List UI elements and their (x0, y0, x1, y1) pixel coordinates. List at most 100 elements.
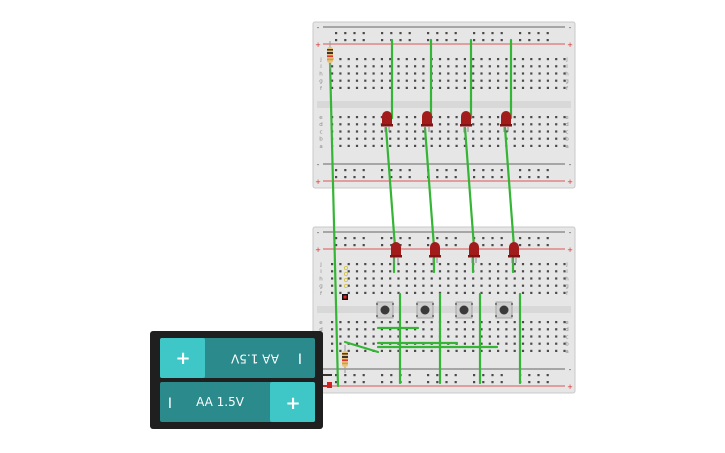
rail-hole[interactable] (473, 169, 476, 172)
red-led[interactable] (421, 111, 433, 132)
terminal-hole[interactable] (563, 137, 566, 140)
terminal-hole[interactable] (422, 270, 425, 273)
red-led[interactable] (508, 242, 520, 263)
rail-hole[interactable] (362, 374, 365, 377)
terminal-hole[interactable] (546, 321, 549, 324)
terminal-hole[interactable] (488, 291, 491, 294)
terminal-hole[interactable] (331, 277, 334, 280)
terminal-hole[interactable] (355, 321, 359, 324)
terminal-hole[interactable] (438, 79, 442, 82)
terminal-hole[interactable] (380, 79, 383, 82)
terminal-hole[interactable] (513, 130, 516, 133)
terminal-hole[interactable] (339, 342, 342, 345)
rail-hole[interactable] (519, 176, 522, 179)
terminal-hole[interactable] (488, 130, 491, 133)
terminal-hole[interactable] (521, 130, 525, 133)
terminal-hole[interactable] (355, 58, 359, 61)
terminal-hole[interactable] (497, 79, 500, 82)
terminal-hole[interactable] (339, 263, 342, 266)
pushbutton[interactable] (455, 301, 473, 319)
terminal-hole[interactable] (555, 65, 558, 68)
terminal-hole[interactable] (331, 79, 334, 82)
terminal-hole[interactable] (397, 263, 400, 266)
rail-hole[interactable] (445, 176, 448, 179)
terminal-hole[interactable] (422, 65, 425, 68)
terminal-hole[interactable] (355, 291, 359, 294)
rail-hole[interactable] (491, 381, 494, 384)
terminal-hole[interactable] (414, 123, 417, 126)
terminal-hole[interactable] (530, 321, 533, 324)
terminal-hole[interactable] (463, 277, 466, 280)
terminal-hole[interactable] (463, 58, 466, 61)
rail-hole[interactable] (408, 176, 411, 179)
terminal-hole[interactable] (521, 349, 525, 352)
terminal-hole[interactable] (463, 342, 466, 345)
terminal-hole[interactable] (463, 291, 466, 294)
rail-hole[interactable] (408, 244, 411, 247)
terminal-hole[interactable] (372, 86, 375, 89)
terminal-hole[interactable] (430, 277, 433, 280)
terminal-hole[interactable] (555, 284, 558, 287)
terminal-hole[interactable] (513, 263, 516, 266)
terminal-hole[interactable] (472, 291, 475, 294)
terminal-hole[interactable] (422, 277, 425, 280)
rail-hole[interactable] (399, 32, 402, 35)
terminal-hole[interactable] (372, 263, 375, 266)
terminal-hole[interactable] (414, 116, 417, 119)
terminal-hole[interactable] (530, 291, 533, 294)
terminal-hole[interactable] (463, 86, 466, 89)
terminal-hole[interactable] (422, 349, 425, 352)
jumper-wire[interactable] (463, 126, 476, 249)
terminal-hole[interactable] (513, 342, 516, 345)
terminal-hole[interactable] (447, 79, 450, 82)
terminal-hole[interactable] (389, 335, 392, 338)
jumper-wire[interactable] (343, 340, 380, 354)
terminal-hole[interactable] (480, 291, 483, 294)
terminal-hole[interactable] (505, 342, 508, 345)
terminal-hole[interactable] (389, 86, 392, 89)
terminal-hole[interactable] (530, 123, 533, 126)
rail-hole[interactable] (482, 39, 485, 42)
terminal-hole[interactable] (480, 342, 483, 345)
terminal-hole[interactable] (339, 72, 342, 75)
rail-hole[interactable] (473, 39, 476, 42)
terminal-hole[interactable] (364, 284, 367, 287)
rail-hole[interactable] (482, 381, 485, 384)
red-led[interactable] (500, 111, 512, 132)
rail-hole[interactable] (546, 237, 549, 240)
terminal-hole[interactable] (472, 144, 475, 147)
terminal-hole[interactable] (497, 291, 500, 294)
terminal-hole[interactable] (463, 328, 466, 331)
terminal-hole[interactable] (389, 144, 392, 147)
terminal-hole[interactable] (405, 58, 408, 61)
rail-hole[interactable] (362, 32, 365, 35)
rail-hole[interactable] (537, 374, 540, 377)
terminal-hole[interactable] (505, 79, 508, 82)
terminal-hole[interactable] (488, 321, 491, 324)
terminal-hole[interactable] (355, 277, 359, 280)
terminal-hole[interactable] (538, 342, 541, 345)
terminal-hole[interactable] (472, 342, 475, 345)
terminal-hole[interactable] (405, 335, 408, 338)
terminal-hole[interactable] (563, 263, 566, 266)
terminal-hole[interactable] (563, 277, 566, 280)
terminal-hole[interactable] (364, 321, 367, 324)
terminal-hole[interactable] (488, 144, 491, 147)
terminal-hole[interactable] (372, 65, 375, 68)
rail-hole[interactable] (537, 32, 540, 35)
terminal-hole[interactable] (364, 72, 367, 75)
terminal-hole[interactable] (488, 284, 491, 287)
terminal-hole[interactable] (530, 79, 533, 82)
rail-hole[interactable] (362, 237, 365, 240)
terminal-hole[interactable] (347, 58, 350, 61)
terminal-hole[interactable] (505, 349, 508, 352)
terminal-hole[interactable] (347, 116, 350, 119)
rail-hole[interactable] (528, 39, 531, 42)
rail-hole[interactable] (427, 39, 430, 42)
terminal-hole[interactable] (397, 130, 400, 133)
terminal-hole[interactable] (422, 328, 425, 331)
terminal-hole[interactable] (347, 335, 350, 338)
terminal-hole[interactable] (538, 277, 541, 280)
terminal-hole[interactable] (505, 86, 508, 89)
